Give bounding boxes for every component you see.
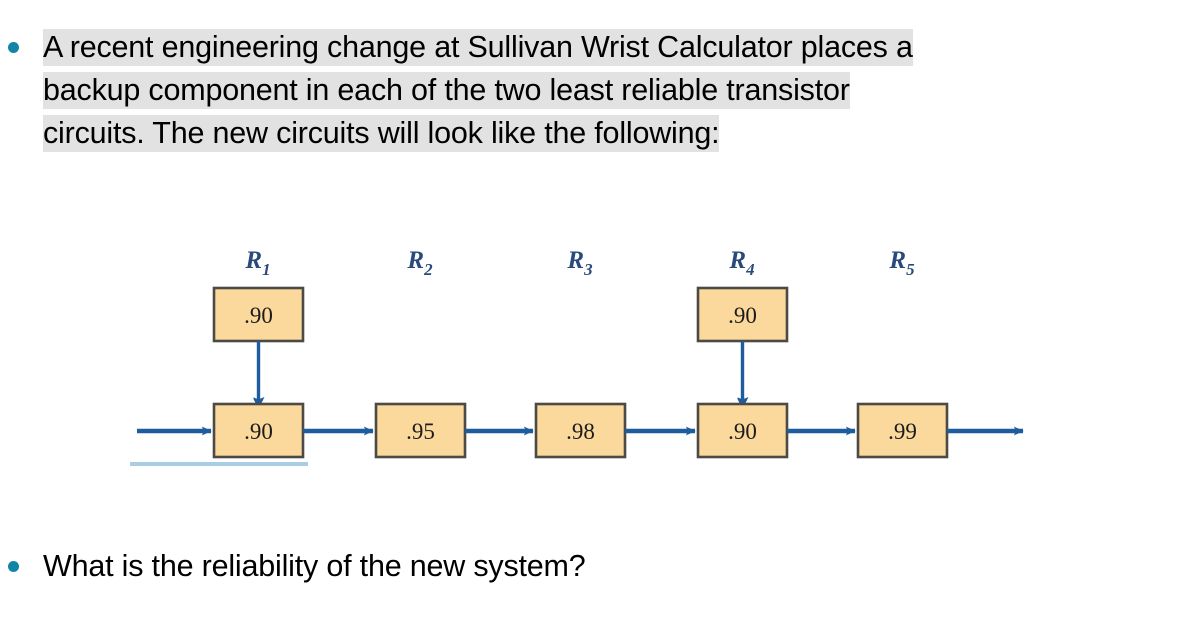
label-R5-name: R (888, 247, 906, 274)
label-R1-name: R (244, 247, 262, 274)
svg-text:R3: R3 (566, 247, 593, 279)
backup-block-R4: .90 (696, 286, 789, 343)
backup-block-R4-value: .90 (728, 303, 757, 328)
prompt-line-1: A recent engineering change at Sullivan … (43, 29, 913, 66)
svg-text:R4: R4 (728, 247, 754, 279)
prompt-line-2: backup component in each of the two leas… (43, 72, 850, 109)
series-block-R2: .95 (374, 402, 467, 459)
svg-text:R5: R5 (888, 247, 915, 279)
series-block-R3-value: .98 (566, 419, 595, 444)
label-R4-name: R (728, 247, 746, 274)
series-block-R5: .99 (856, 402, 949, 459)
series-block-R1-value: .90 (244, 419, 273, 444)
label-R1-subscript: 1 (262, 260, 271, 279)
bullet-item-question: What is the reliability of the new syste… (8, 545, 1008, 588)
bullet-text-question: What is the reliability of the new syste… (43, 545, 586, 588)
svg-text:R2: R2 (406, 247, 433, 279)
label-R3-subscript: 3 (583, 260, 593, 279)
prompt-line-3: circuits. The new circuits will look lik… (43, 115, 720, 152)
question-line-1: What is the reliability of the new syste… (43, 549, 586, 583)
series-block-R5-value: .99 (888, 419, 917, 444)
backup-block-R1: .90 (212, 286, 305, 343)
label-R3-name: R (566, 247, 584, 274)
series-block-R4-value: .90 (728, 419, 757, 444)
diagram-labels: R1 R2 R3 R4 R5 (244, 247, 915, 279)
label-R2-subscript: 2 (423, 260, 433, 279)
svg-text:R1: R1 (244, 247, 270, 279)
bullet-text-question-prompt: A recent engineering change at Sullivan … (43, 26, 913, 155)
label-R5-subscript: 5 (906, 260, 915, 279)
backup-block-R1-value: .90 (244, 303, 273, 328)
series-block-R4: .90 (696, 402, 789, 459)
bullet-dot-icon (8, 561, 19, 572)
bullet-dot-icon (8, 42, 19, 53)
series-block-R3: .98 (534, 402, 627, 459)
reliability-block-diagram: R1 R2 R3 R4 R5 .90 .90 (0, 230, 1182, 490)
bullet-item-question-prompt: A recent engineering change at Sullivan … (8, 26, 1168, 155)
series-block-R2-value: .95 (406, 419, 435, 444)
label-R2-name: R (406, 247, 424, 274)
series-block-R1: .90 (212, 402, 305, 459)
label-R4-subscript: 4 (745, 260, 755, 279)
